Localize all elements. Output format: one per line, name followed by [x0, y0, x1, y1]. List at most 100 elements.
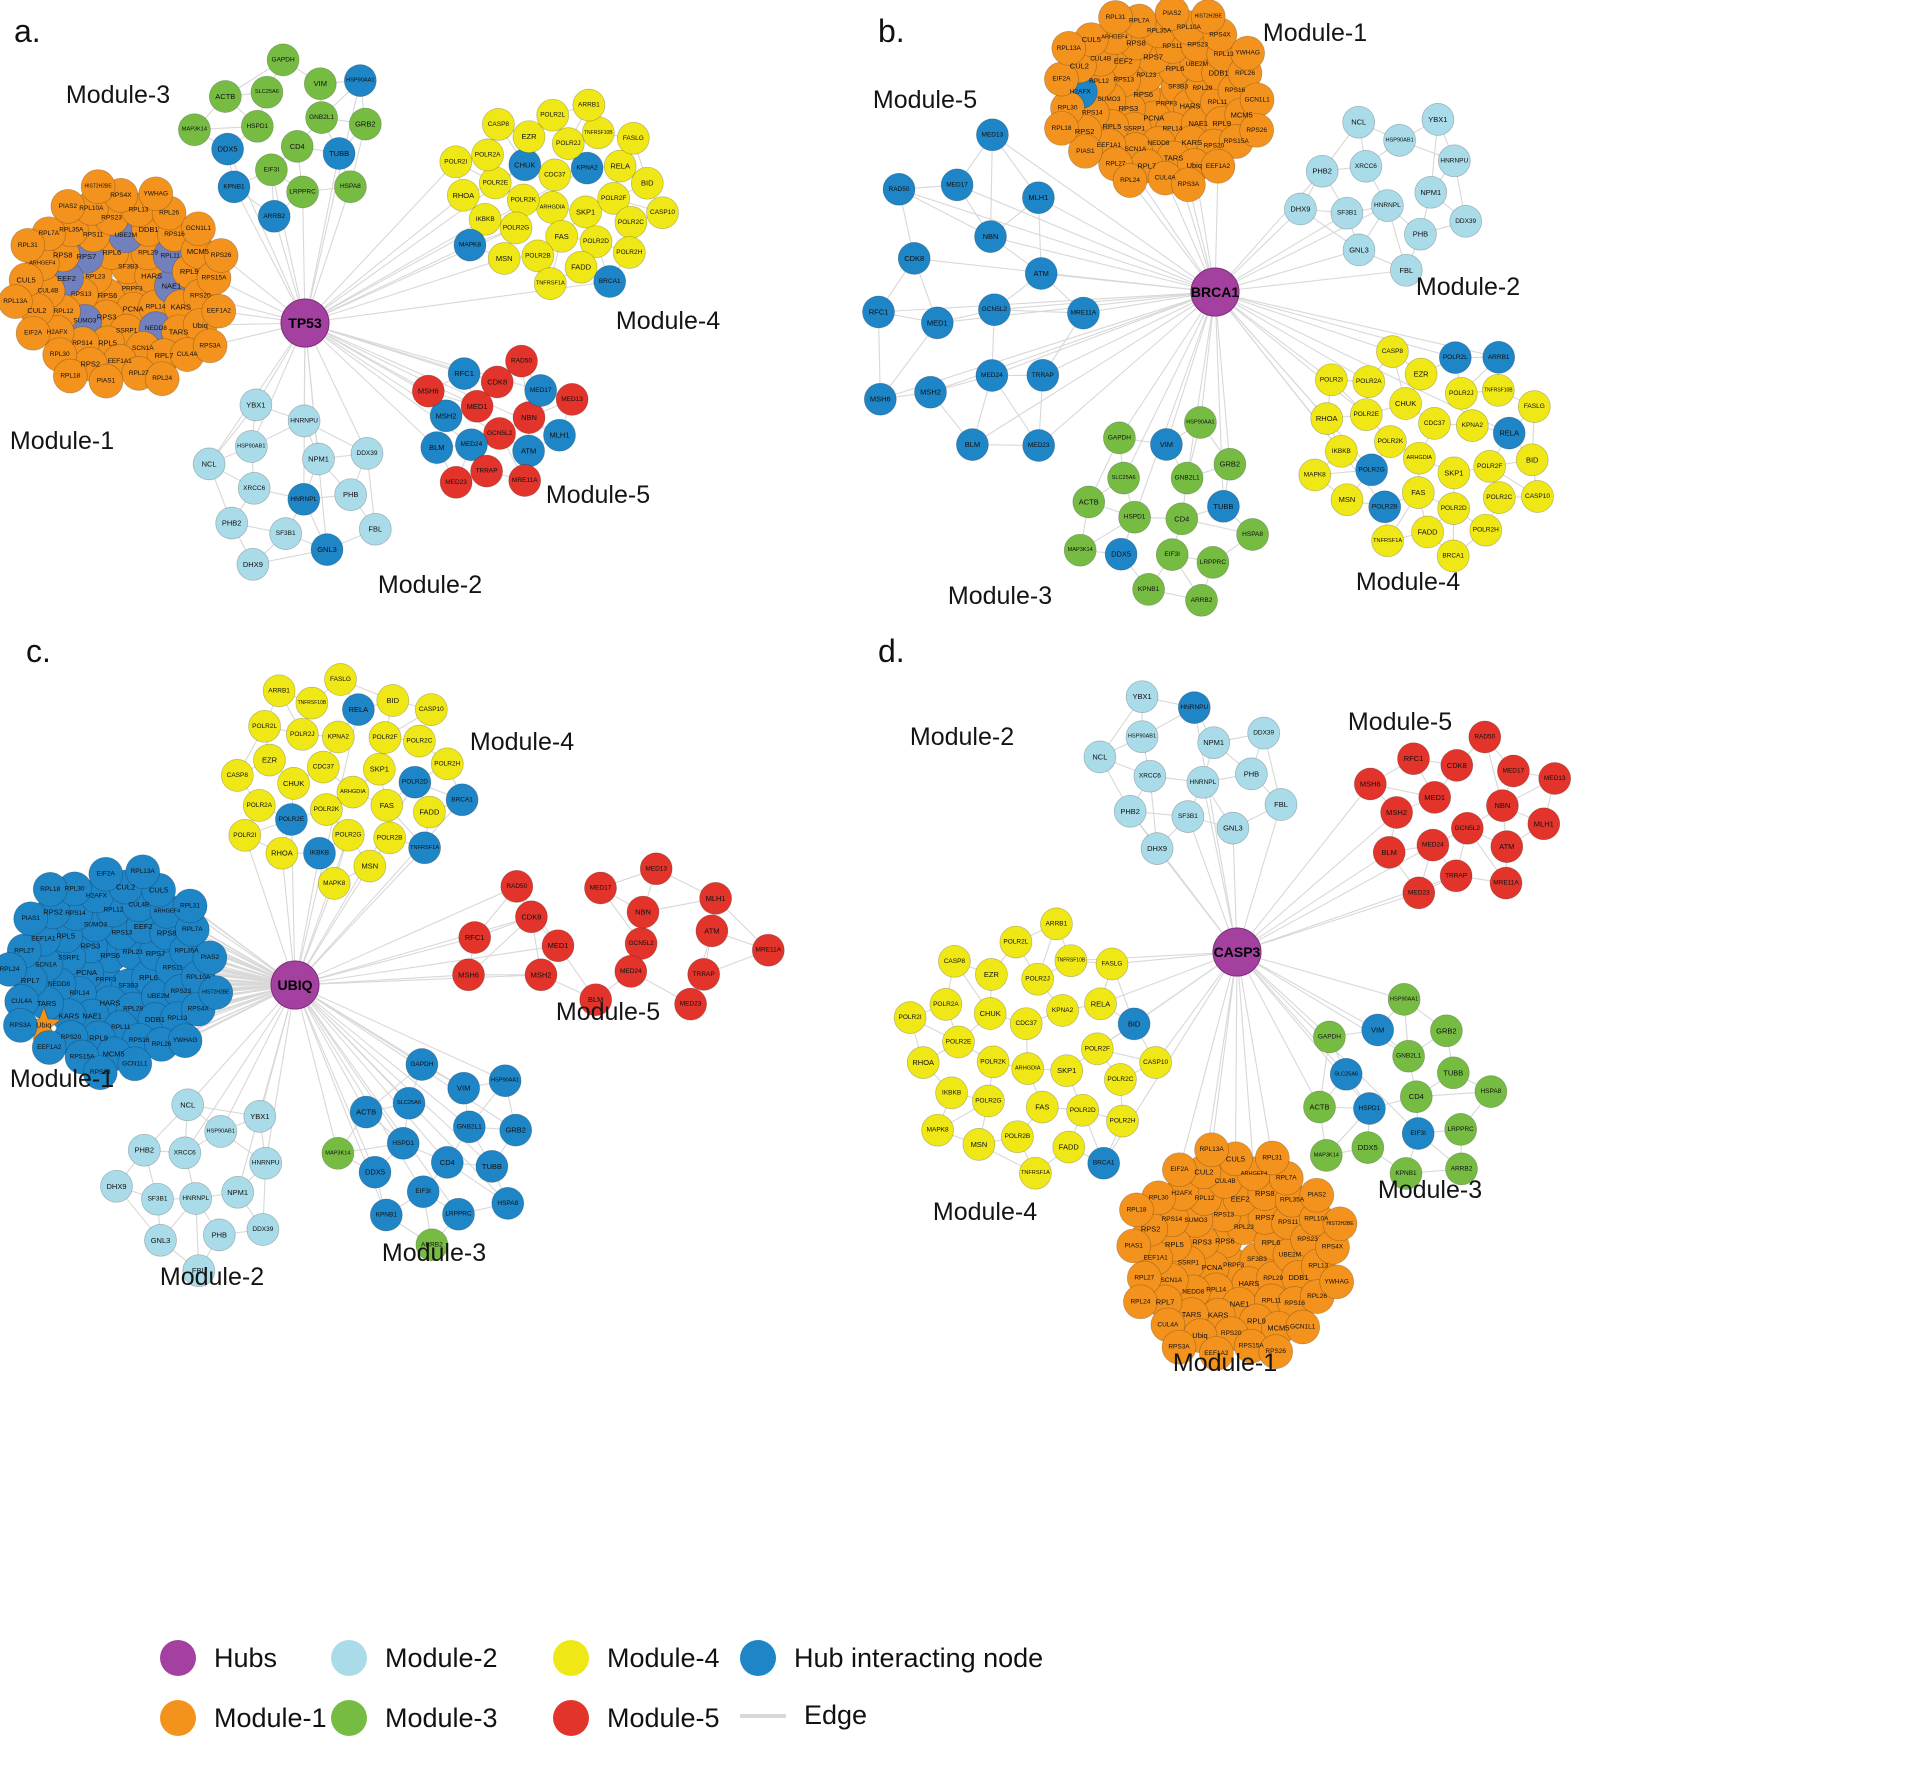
node-MSH6[interactable]	[452, 958, 485, 992]
node-GCN5L2[interactable]	[978, 293, 1011, 327]
node-POLR2C[interactable]	[614, 205, 648, 239]
node-FBL[interactable]	[1389, 253, 1423, 287]
node-NBN[interactable]	[626, 895, 660, 929]
node-POLR2B[interactable]	[521, 239, 555, 273]
node-PHB[interactable]	[202, 1218, 236, 1252]
node-CHUK[interactable]	[1389, 387, 1422, 420]
node-ATM[interactable]	[512, 434, 545, 468]
node-YBX1[interactable]	[1125, 680, 1159, 714]
node-GRB2[interactable]	[1430, 1014, 1463, 1048]
node-GAPDH[interactable]	[1313, 1020, 1346, 1054]
node-HSP90AB1[interactable]	[204, 1115, 238, 1148]
node-ARRB1[interactable]	[262, 674, 296, 708]
hub-node-BRCA1[interactable]	[1190, 267, 1240, 317]
node-KPNA2[interactable]	[570, 151, 604, 185]
node-MED17[interactable]	[584, 871, 617, 905]
node-POLR2J[interactable]	[1444, 376, 1478, 410]
node-KPNB1[interactable]	[217, 170, 251, 204]
node-TRRAP[interactable]	[470, 454, 503, 488]
node-MED23[interactable]	[674, 987, 707, 1021]
node-PHB2[interactable]	[127, 1133, 161, 1167]
node-EEF1A2[interactable]	[1199, 1335, 1234, 1371]
node-POLR2F[interactable]	[597, 182, 631, 215]
node-DDX39[interactable]	[1247, 716, 1281, 750]
node-POLR2J[interactable]	[551, 127, 585, 160]
node-POLR2B[interactable]	[1001, 1120, 1034, 1154]
node-RELA[interactable]	[342, 693, 375, 726]
node-RPL13A[interactable]	[1051, 30, 1087, 66]
node-POLR2H[interactable]	[1106, 1104, 1139, 1138]
node-EZR[interactable]	[253, 743, 286, 777]
node-CDK8[interactable]	[480, 365, 514, 399]
node-DHX9[interactable]	[236, 547, 270, 581]
node-FBL[interactable]	[358, 512, 392, 546]
node-CDC37[interactable]	[1009, 1007, 1043, 1041]
node-POLR2L[interactable]	[248, 709, 281, 743]
node-SKP1[interactable]	[1437, 456, 1471, 490]
node-CHUK[interactable]	[277, 767, 310, 800]
node-FASLG[interactable]	[1517, 390, 1551, 423]
node-GNL3[interactable]	[144, 1223, 177, 1257]
node-RPL13A[interactable]	[1194, 1132, 1229, 1168]
node-KPNA2[interactable]	[1046, 994, 1079, 1027]
node-MRE11A[interactable]	[508, 464, 542, 497]
node-RAD50[interactable]	[882, 172, 916, 206]
node-GNL3[interactable]	[1342, 233, 1376, 267]
node-CDK8[interactable]	[1440, 749, 1474, 782]
node-FBL[interactable]	[182, 1254, 216, 1288]
node-RPS26[interactable]	[82, 1055, 118, 1091]
node-SF3B1[interactable]	[1171, 800, 1205, 833]
node-POLR2E[interactable]	[1349, 398, 1383, 432]
node-POLR2I[interactable]	[1315, 363, 1348, 397]
node-FAS[interactable]	[1401, 476, 1435, 509]
node-RELA[interactable]	[603, 149, 637, 183]
node-NCL[interactable]	[171, 1088, 205, 1122]
node-MED13[interactable]	[639, 852, 673, 886]
node-SF3B1[interactable]	[269, 517, 303, 550]
node-XRCC6[interactable]	[168, 1136, 202, 1170]
node-GNB2L1[interactable]	[1170, 461, 1204, 495]
node-CASP10[interactable]	[646, 196, 679, 230]
node-TNFRSF10B[interactable]	[1054, 944, 1088, 978]
node-EIF3I[interactable]	[1155, 538, 1189, 571]
node-EZR[interactable]	[975, 958, 1008, 991]
node-RPL31[interactable]	[172, 888, 208, 924]
node-CASP8[interactable]	[482, 108, 515, 141]
node-RHOA[interactable]	[906, 1046, 940, 1079]
node-GNB2L1[interactable]	[452, 1110, 486, 1144]
node-DDX5[interactable]	[1351, 1131, 1385, 1164]
node-ARHGDIA[interactable]	[1402, 441, 1436, 475]
node-BID[interactable]	[1515, 443, 1549, 477]
node-HNRNPL[interactable]	[1186, 765, 1220, 799]
node-FADD[interactable]	[1052, 1130, 1086, 1164]
node-SKP1[interactable]	[569, 195, 602, 229]
node-GCN5L2[interactable]	[624, 927, 658, 960]
node-MED24[interactable]	[455, 428, 488, 462]
node-NBN[interactable]	[974, 220, 1007, 253]
node-NPM1[interactable]	[1197, 726, 1231, 760]
node-LRPPRC[interactable]	[286, 175, 319, 209]
node-CASP8[interactable]	[220, 759, 254, 792]
node-BID[interactable]	[1117, 1007, 1151, 1041]
node-MLH1[interactable]	[1022, 181, 1055, 215]
node-ACTB[interactable]	[1303, 1090, 1336, 1124]
node-RPL24[interactable]	[1112, 163, 1148, 198]
node-PIAS2[interactable]	[1154, 0, 1190, 31]
node-IKBKB[interactable]	[468, 202, 502, 236]
node-RPS26[interactable]	[1239, 112, 1275, 148]
node-PHB2[interactable]	[1305, 154, 1339, 188]
node-BRCA1[interactable]	[1087, 1146, 1121, 1180]
node-CDC37[interactable]	[538, 158, 572, 192]
node-RELA[interactable]	[1492, 416, 1526, 450]
node-KPNA2[interactable]	[321, 720, 355, 754]
node-MED23[interactable]	[439, 465, 473, 499]
node-BRCA1[interactable]	[1436, 539, 1470, 573]
node-POLR2I[interactable]	[228, 818, 262, 852]
node-RPL31[interactable]	[1098, 0, 1133, 35]
node-RPS3A[interactable]	[1171, 167, 1206, 203]
node-HSPA8[interactable]	[491, 1187, 525, 1220]
node-POLR2C[interactable]	[1482, 481, 1516, 514]
node-PIAS2[interactable]	[192, 940, 228, 976]
node-EIF2A[interactable]	[15, 315, 51, 351]
node-MED1[interactable]	[920, 306, 954, 340]
